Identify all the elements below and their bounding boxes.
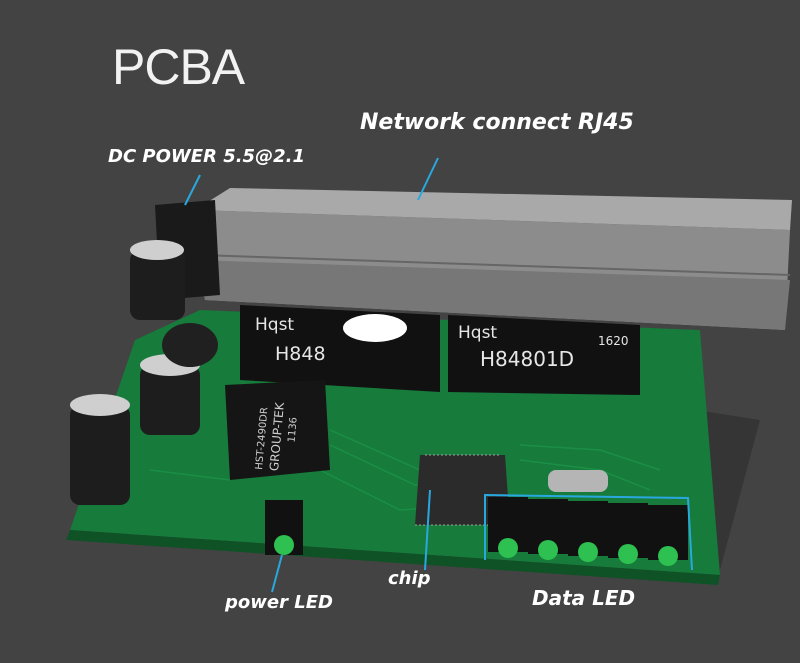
capacitor	[130, 240, 185, 320]
transformer-right-model: H84801D	[480, 347, 574, 371]
chip-label: chip	[388, 568, 431, 589]
data-led-label: Data LED	[532, 586, 636, 610]
obscured-mark	[343, 314, 407, 342]
transformer-right-code: 1620	[598, 334, 629, 348]
power-led	[274, 535, 294, 555]
switch-chip	[415, 455, 510, 525]
capacitor	[70, 394, 130, 505]
dc-power-label: DC POWER 5.5@2.1	[108, 146, 305, 167]
transformer-left-model: H848	[275, 343, 326, 365]
transformer-left-brand: Hqst	[255, 315, 294, 335]
capacitor	[140, 354, 200, 435]
transformer-right	[448, 315, 640, 395]
data-led	[498, 538, 678, 566]
crystal	[548, 470, 608, 492]
transformer-small	[225, 380, 330, 480]
power-led-label: power LED	[225, 592, 333, 613]
small-transformer-line1: HST-2490DR	[254, 407, 270, 471]
page-title: PCBA	[112, 39, 245, 95]
small-transformer-line3: 1136	[287, 417, 300, 443]
led-header	[488, 497, 688, 560]
transformer-right-brand: Hqst	[458, 323, 497, 343]
small-transformer-line2: GROUP-TEK	[267, 401, 287, 472]
network-label: Network connect RJ45	[360, 110, 634, 135]
inductor	[162, 323, 218, 367]
callout-lines	[184, 157, 693, 593]
